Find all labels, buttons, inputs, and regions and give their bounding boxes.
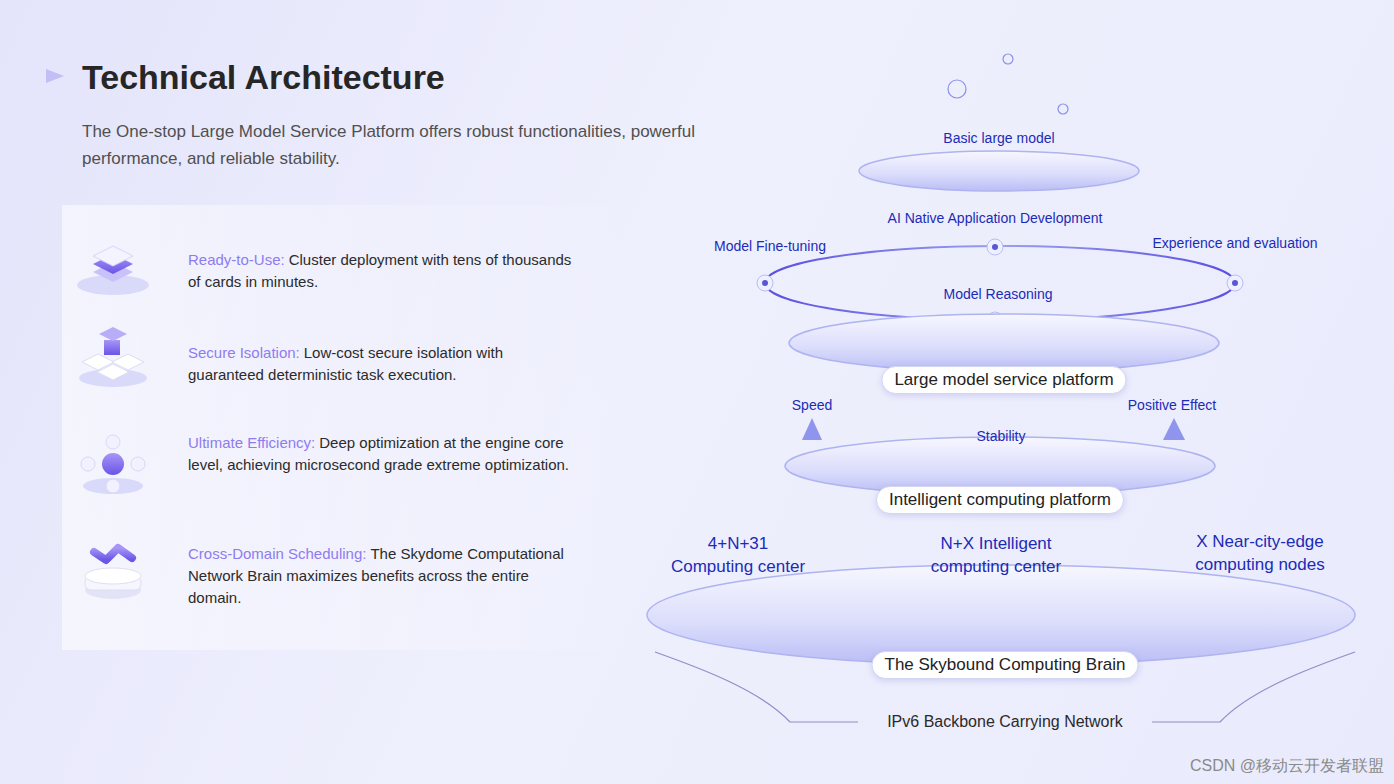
backbone-bracket <box>1152 652 1355 722</box>
feature-heading: Cross-Domain Scheduling: <box>188 545 366 562</box>
stack-icon <box>77 246 149 295</box>
bubble <box>1003 54 1013 64</box>
network-label: IPv6 Backbone Carrying Network <box>887 713 1123 731</box>
disc-outline <box>789 314 1219 372</box>
ring-item: AI Native Application Development <box>888 210 1103 226</box>
layer-name: Large model service platform <box>881 366 1126 394</box>
quality-label: Speed <box>792 397 832 413</box>
bubble <box>1058 104 1068 114</box>
scheduling-icon <box>85 548 141 599</box>
layer-label: Basic large model <box>943 127 1054 150</box>
quality-label: Positive Effect <box>1128 397 1216 413</box>
layer-label: 4+N+31 Computing center <box>668 532 808 578</box>
feature-item: Secure Isolation:Low-cost secure isolati… <box>188 342 573 386</box>
backbone-bracket <box>655 652 858 722</box>
title-marker <box>46 69 64 83</box>
feature-panel <box>62 205 642 650</box>
bubble <box>948 80 966 98</box>
ring-item: Model Reasoning <box>944 286 1053 302</box>
isolation-icon <box>79 327 147 387</box>
platform-layer: Large model service platform <box>787 312 1221 398</box>
feature-heading: Secure Isolation: <box>188 344 300 361</box>
layer-label: X Near-city-edge computing nodes <box>1190 530 1330 576</box>
platform-layer: Basic large model <box>857 124 1141 194</box>
ring-item: Model Fine-tuning <box>714 238 826 254</box>
application-ring <box>765 246 1235 320</box>
disc-outline <box>647 565 1355 665</box>
ring-item: Experience and evaluation <box>1152 235 1317 251</box>
subtitle: The One-stop Large Model Service Platfor… <box>82 118 772 172</box>
feature-item: Ready-to-Use:Cluster deployment with ten… <box>188 249 573 293</box>
feature-item: Ultimate Efficiency:Deep optimization at… <box>188 432 573 476</box>
efficiency-icon <box>81 435 145 494</box>
feature-item: Cross-Domain Scheduling:The Skydome Comp… <box>188 543 573 609</box>
platform-layer: Intelligent computing platform <box>783 436 1217 518</box>
feature-heading: Ultimate Efficiency: <box>188 434 315 451</box>
page-title: Technical Architecture <box>82 58 445 97</box>
platform-layer: The Skybound Computing Brain 4+N+31 Compu… <box>645 520 1357 684</box>
feature-heading: Ready-to-Use: <box>188 251 285 268</box>
layer-label: N+X Intelligent computing center <box>926 532 1066 578</box>
disc-outline <box>859 151 1139 191</box>
layer-name: The Skybound Computing Brain <box>872 651 1139 679</box>
layer-name: Intelligent computing platform <box>876 486 1124 514</box>
quality-label: Stability <box>976 428 1025 444</box>
watermark: CSDN @移动云开发者联盟 <box>1190 756 1384 777</box>
